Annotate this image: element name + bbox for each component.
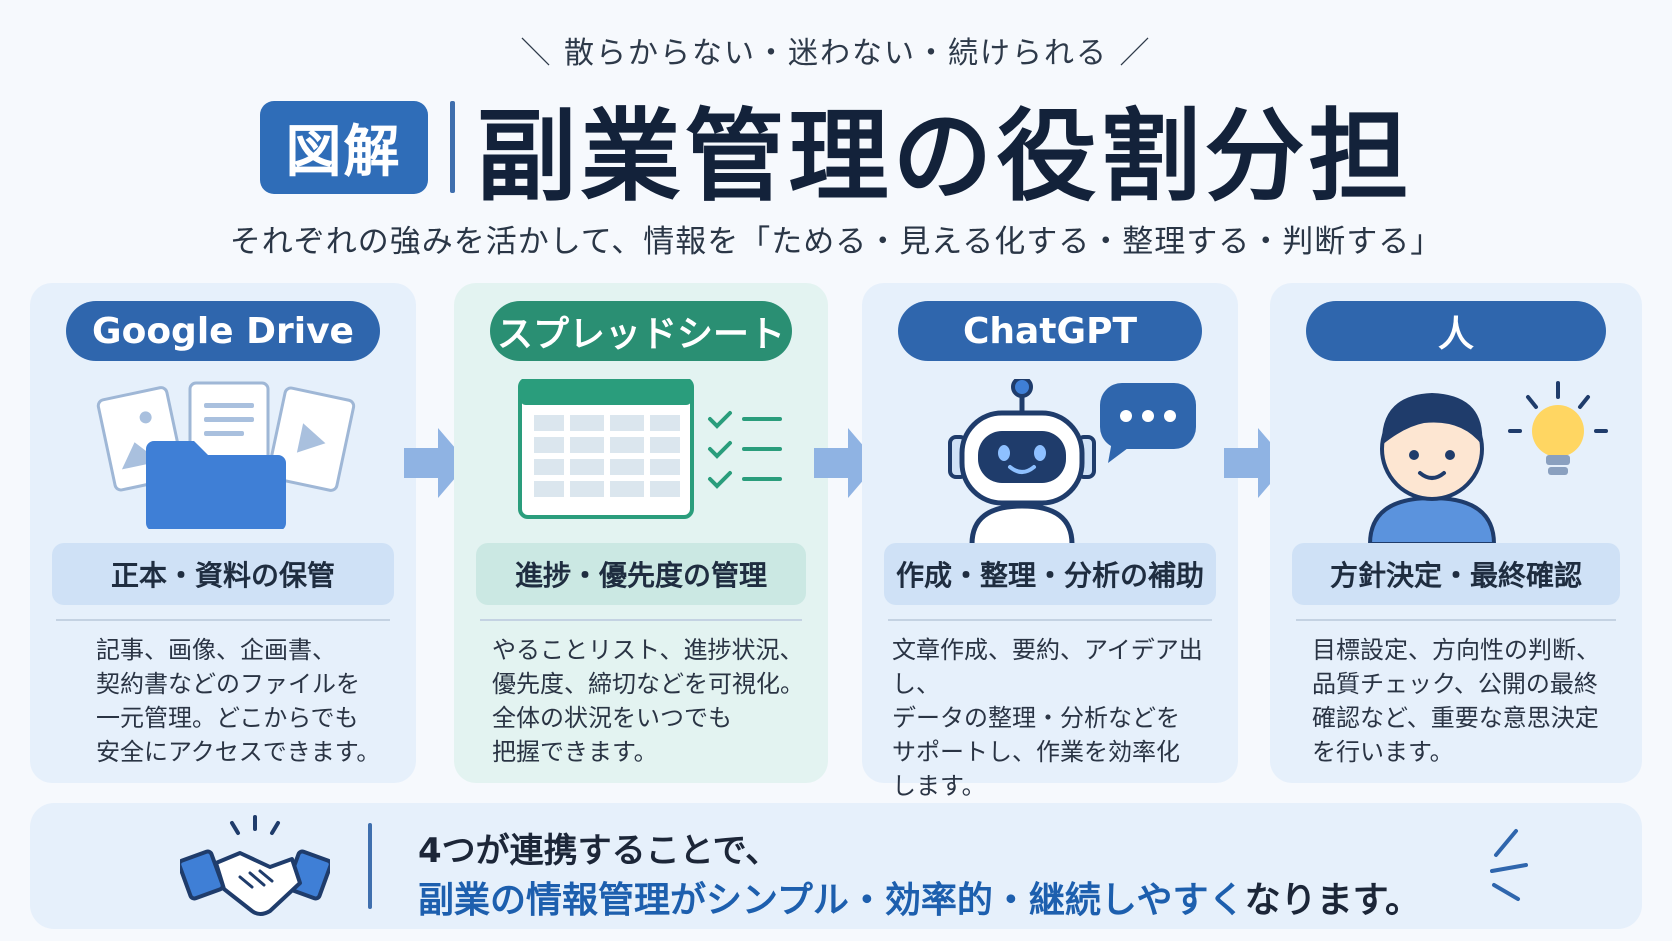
summary-rest: なります。 [1244, 880, 1421, 921]
subtitle: それぞれの強みを活かして、情報を「ためる・見える化する・整理する・判断する」 [229, 224, 1443, 260]
card-role-chatgpt: 作成・整理・分析の補助 [884, 543, 1216, 605]
tagline: ＼ 散らからない・迷わない・続けられる ／ [520, 36, 1152, 71]
title-badge: 図解 [259, 100, 428, 194]
card-divider [1296, 619, 1616, 621]
card-role-google-drive: 正本・資料の保管 [52, 543, 394, 605]
page-title: 副業管理の役割分担 [476, 97, 1413, 215]
card-divider [888, 619, 1212, 621]
banner-divider [368, 823, 372, 909]
card-title-chatgpt: ChatGPT [898, 301, 1202, 361]
card-description-spreadsheet: やることリスト、進捗状況、 優先度、締切などを可視化。 全体の状況をいつでも 把… [492, 636, 804, 766]
summary-banner: 4つが連携することで、 副業の情報管理がシンプル・効率的・継続しやすくなります。 [30, 803, 1642, 929]
card-description-person: 目標設定、方向性の判断、 品質チェック、公開の最終 確認など、重要な意思決定 を… [1312, 636, 1600, 766]
arrow-right-icon [404, 428, 468, 498]
title-divider [449, 101, 455, 193]
sparkle-lines-icon [1490, 829, 1528, 901]
title-row: 図解 副業管理の役割分担 [0, 92, 1672, 215]
card-person: 人 方針決定・最終確認 目標設定、方向性の判断、 品質チェック、公開の最終 確認… [1270, 283, 1642, 783]
folder-documents-icon [30, 379, 416, 531]
robot-chat-icon [862, 376, 1238, 545]
card-divider [480, 619, 802, 621]
card-spreadsheet: スプレッドシート 進捗・優先度の管理 やることリスト、進捗状況、 優先度 [454, 283, 828, 783]
card-google-drive: Google Drive 正本・資料の保管 記事、画像、企画書、 契約書などのフ… [30, 283, 416, 783]
card-role-spreadsheet: 進捗・優先度の管理 [476, 543, 806, 605]
summary-line2: 副業の情報管理がシンプル・効率的・継続しやすくなります。 [418, 871, 1421, 923]
person-lightbulb-icon [1270, 379, 1642, 546]
card-title-google-drive: Google Drive [66, 301, 380, 361]
summary-highlight: 副業の情報管理がシンプル・効率的・継続しやすく [418, 880, 1245, 921]
summary-line1: 4つが連携することで、 [418, 831, 780, 871]
card-role-person: 方針決定・最終確認 [1292, 543, 1620, 605]
card-description-google-drive: 記事、画像、企画書、 契約書などのファイルを 一元管理。どこからでも 安全にアク… [96, 636, 381, 766]
card-title-spreadsheet: スプレッドシート [490, 301, 792, 361]
spreadsheet-checklist-icon [454, 377, 828, 529]
card-description-chatgpt: 文章作成、要約、アイデア出し、 データの整理・分析などを サポートし、作業を効率… [892, 636, 1203, 800]
handshake-icon [180, 815, 330, 916]
card-divider [56, 619, 390, 621]
card-title-person: 人 [1306, 301, 1606, 361]
card-chatgpt: ChatGPT 作成・整理・分析の補助 文章作成、要約、アイデア出し、 データの… [862, 283, 1238, 800]
